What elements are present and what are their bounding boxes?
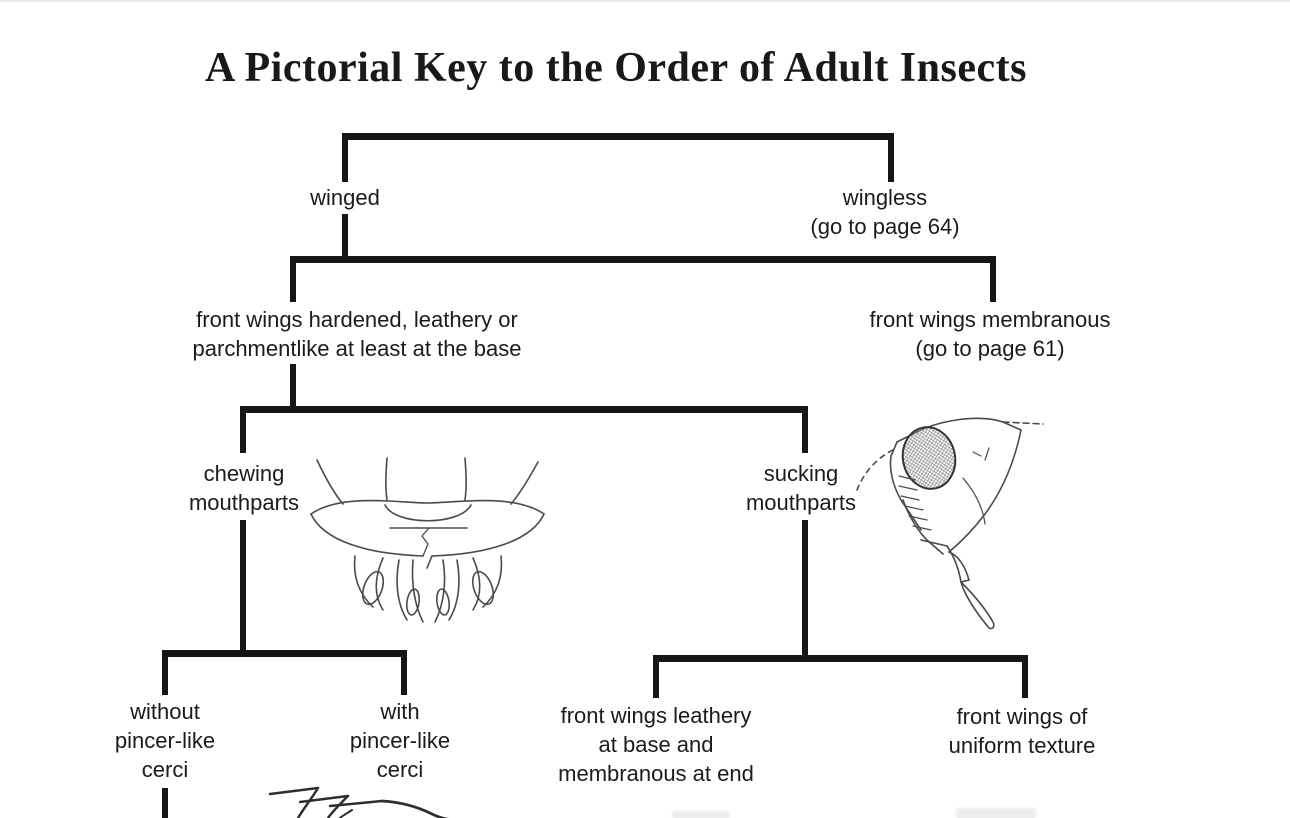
node-with-pincer-cerci: with pincer-like cerci	[349, 699, 451, 782]
node-winged: winged	[310, 185, 380, 210]
node-front-wings-membranous: front wings membranous (go to page 61)	[869, 307, 1111, 361]
connector-hardened-stub	[290, 263, 296, 302]
connector-leathery-stub	[653, 662, 659, 698]
node-front-wings-leathery-base: front wings leathery at base and membran…	[558, 703, 754, 786]
page-title: A Pictorial Key to the Order of Adult In…	[205, 45, 1027, 91]
connector-level4b-bar	[653, 655, 1028, 662]
cutoff-illustration-edge-right	[956, 808, 1036, 818]
connector-chewing-continue	[240, 520, 246, 650]
connector-hardened-continue	[290, 364, 296, 406]
node-sucking-mouthparts: sucking mouthparts	[745, 461, 857, 515]
connector-level1-bar	[342, 133, 894, 140]
connector-winged-continue	[342, 214, 348, 256]
chewing-mouthparts-illustration	[310, 457, 545, 623]
connector-chewing-stub	[240, 413, 246, 453]
connector-level3-bar	[240, 406, 808, 413]
connector-sucking-continue	[802, 520, 808, 655]
node-wingless: wingless (go to page 64)	[810, 185, 960, 239]
cerci-illustration	[268, 786, 449, 818]
node-without-pincer-cerci: without pincer-like cerci	[114, 699, 216, 782]
connector-sucking-stub	[802, 413, 808, 453]
connector-membranous-stub	[990, 263, 996, 302]
sucking-mouthparts-illustration	[856, 417, 1044, 630]
connector-with-cerci-stub	[401, 657, 407, 695]
node-front-wings-uniform: front wings of uniform texture	[948, 704, 1096, 758]
connector-level4a-bar	[162, 650, 407, 657]
node-chewing-mouthparts: chewing mouthparts	[188, 461, 300, 515]
connector-without-cerci-continue	[162, 788, 168, 818]
connector-wingless-stub	[888, 140, 894, 182]
connector-level2-bar	[290, 256, 996, 263]
cutoff-illustration-edge-left	[672, 811, 730, 818]
connector-winged-stub	[342, 140, 348, 182]
connector-uniform-stub	[1022, 662, 1028, 698]
connector-without-cerci-stub	[162, 657, 168, 695]
page-top-edge	[0, 0, 1290, 2]
node-front-wings-hardened: front wings hardened, leathery or parchm…	[192, 307, 522, 361]
